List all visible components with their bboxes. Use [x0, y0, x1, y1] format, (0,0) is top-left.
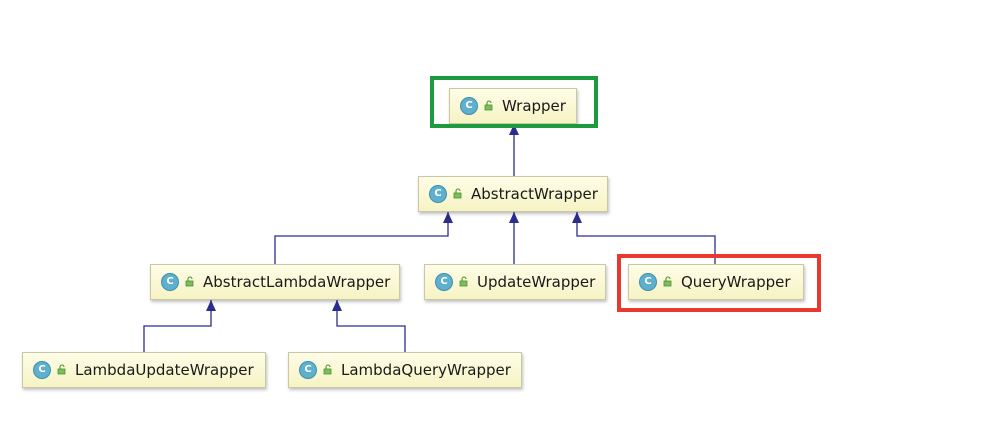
- class-label: QueryWrapper: [681, 273, 791, 291]
- arrowhead: [572, 212, 582, 223]
- class-label: Wrapper: [502, 97, 566, 115]
- class-node-lambda-query-wrapper[interactable]: C LambdaQueryWrapper: [288, 352, 522, 388]
- edge-lambda-update-wrapper-to-abstract-lambda-wrapper: [143, 300, 216, 352]
- public-lock-icon: [453, 185, 463, 203]
- green-highlight-box: [430, 76, 598, 128]
- class-label: AbstractLambdaWrapper: [203, 273, 391, 291]
- class-c-icon: C: [639, 273, 657, 291]
- class-node-abstract-lambda-wrapper[interactable]: C AbstractLambdaWrapper: [150, 264, 400, 300]
- arrowhead: [509, 124, 519, 135]
- public-lock-icon: [323, 361, 333, 379]
- edge-line: [143, 300, 212, 352]
- edge-line: [274, 212, 449, 264]
- arrowhead: [443, 212, 453, 223]
- class-label: AbstractWrapper: [471, 185, 598, 203]
- class-node-update-wrapper[interactable]: C UpdateWrapper: [424, 264, 606, 300]
- public-lock-icon: [663, 273, 673, 291]
- class-node-query-wrapper[interactable]: C QueryWrapper: [628, 264, 804, 300]
- class-c-icon: C: [33, 361, 51, 379]
- arrowhead: [332, 300, 342, 311]
- class-label: LambdaUpdateWrapper: [75, 361, 254, 379]
- public-lock-icon: [57, 361, 67, 379]
- edge-update-wrapper-to-abstract-wrapper: [509, 212, 519, 264]
- class-node-wrapper[interactable]: C Wrapper: [449, 88, 577, 124]
- arrowhead: [509, 212, 519, 223]
- edge-line: [576, 212, 716, 264]
- edge-abstract-lambda-wrapper-to-abstract-wrapper: [274, 212, 453, 264]
- edge-query-wrapper-to-abstract-wrapper: [572, 212, 716, 264]
- edge-line: [336, 300, 406, 352]
- class-node-abstract-wrapper[interactable]: C AbstractWrapper: [418, 176, 608, 212]
- public-lock-icon: [459, 273, 469, 291]
- class-c-icon: C: [161, 273, 179, 291]
- arrowhead: [206, 300, 216, 311]
- class-c-icon: C: [460, 97, 478, 115]
- edge-lambda-query-wrapper-to-abstract-lambda-wrapper: [332, 300, 406, 352]
- class-label: UpdateWrapper: [477, 273, 596, 291]
- red-highlight-box: [617, 254, 821, 312]
- class-c-icon: C: [299, 361, 317, 379]
- class-label: LambdaQueryWrapper: [341, 361, 511, 379]
- edge-abstract-wrapper-to-wrapper: [509, 124, 519, 176]
- class-c-icon: C: [429, 185, 447, 203]
- public-lock-icon: [185, 273, 195, 291]
- class-c-icon: C: [435, 273, 453, 291]
- class-node-lambda-update-wrapper[interactable]: C LambdaUpdateWrapper: [22, 352, 266, 388]
- public-lock-icon: [484, 97, 494, 115]
